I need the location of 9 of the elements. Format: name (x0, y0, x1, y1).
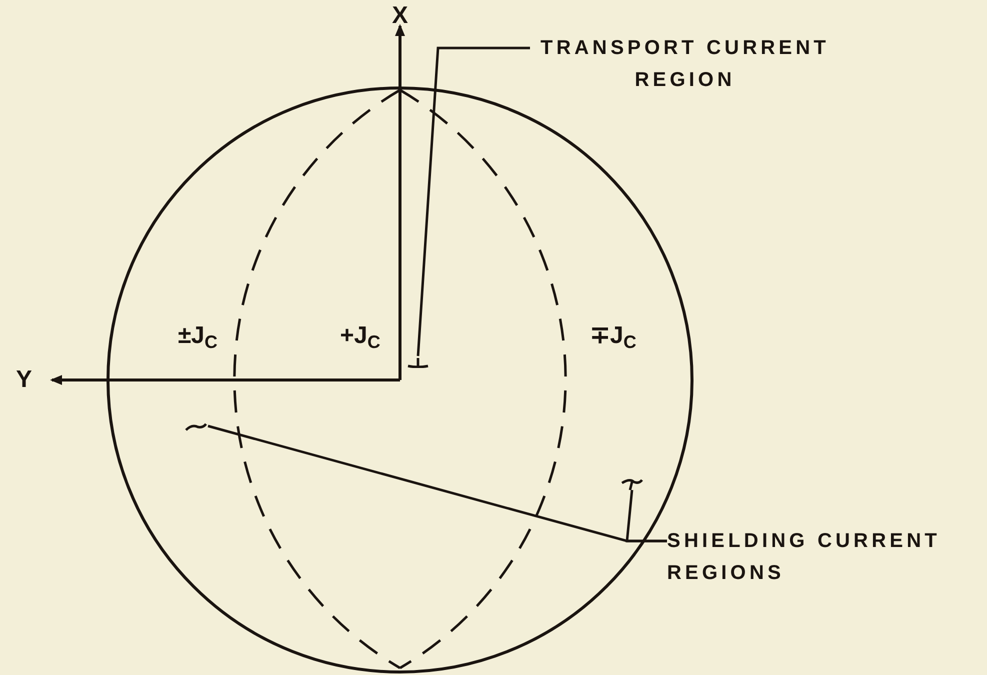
current-density-label: ∓J$_{C}$ (590, 322, 636, 350)
current-density-label: +J$_{C}$ (340, 322, 380, 350)
leader-line (626, 490, 667, 542)
axis-label: Y (16, 366, 32, 394)
callout-text: SHIELDING CURRENT REGIONS (667, 525, 977, 591)
leader-line (416, 46, 530, 356)
callout-text: TRANSPORT CURRENT REGION (530, 32, 840, 98)
axis-label: X (392, 2, 408, 30)
current-density-label: ±J$_{C}$ (178, 322, 218, 350)
